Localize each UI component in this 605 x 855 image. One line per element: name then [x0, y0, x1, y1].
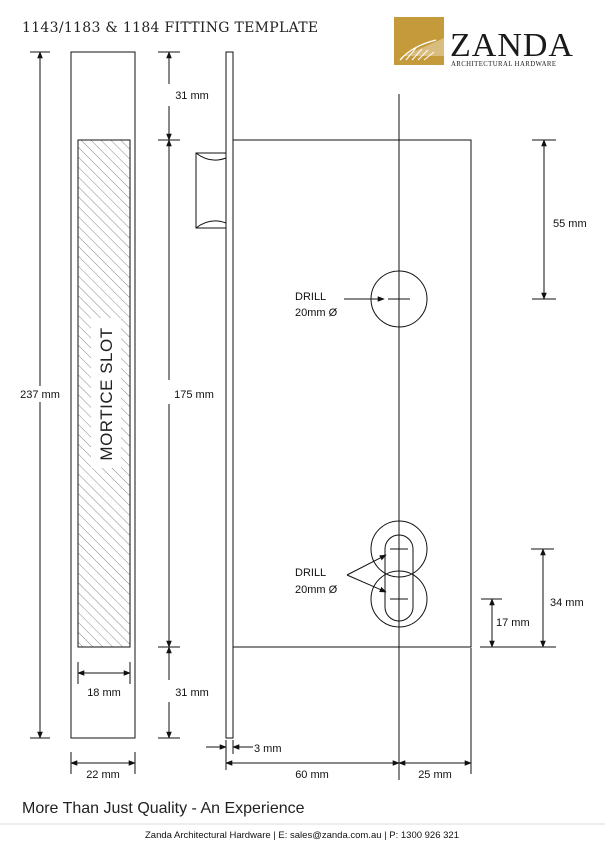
lock-body-view	[195, 51, 472, 780]
drill-callout-bottom: DRILL 20mm Ø	[295, 554, 387, 596]
label-17mm: 17 mm	[496, 617, 530, 629]
footer-tagline: More Than Just Quality - An Experience	[22, 800, 305, 817]
faceplate	[225, 51, 234, 739]
drill-bottom-size: 20mm Ø	[295, 584, 338, 596]
label-31mm-top: 31 mm	[175, 90, 209, 102]
drill-top-size: 20mm Ø	[295, 307, 338, 319]
dimension-faceplate: 3 mm	[206, 740, 282, 770]
logo-subtitle: ARCHITECTURAL HARDWARE	[451, 61, 556, 68]
drill-top-label: DRILL	[295, 291, 326, 303]
door-stile	[70, 51, 136, 739]
dimension-backset: 60 mm 25 mm	[225, 648, 472, 781]
template-title: 1143/1183 & 1184 FITTING TEMPLATE	[22, 20, 318, 36]
label-3mm: 3 mm	[254, 743, 282, 755]
footer-contact: Zanda Architectural Hardware | E: sales@…	[145, 830, 459, 841]
dimension-cylinder-centre: 34 mm	[480, 548, 584, 648]
label-237mm: 237 mm	[20, 389, 60, 401]
mortice-label-bg	[91, 318, 121, 468]
label-55mm: 55 mm	[553, 218, 587, 230]
dimension-cylinder-lower: 17 mm	[481, 598, 530, 648]
label-25mm: 25 mm	[418, 769, 452, 781]
mortice-slot-label: MORTICE SLOT	[97, 327, 116, 460]
latch-bolt	[195, 152, 227, 229]
label-34mm: 34 mm	[550, 597, 584, 609]
label-175mm: 175 mm	[174, 389, 214, 401]
zanda-logo: ZANDA ARCHITECTURAL HARDWARE	[394, 17, 574, 68]
lock-case	[232, 139, 472, 648]
dimension-slot-width: 18 mm	[77, 662, 131, 699]
logo-wordmark: ZANDA	[450, 27, 574, 64]
cylinder-profile	[384, 534, 414, 622]
label-22mm: 22 mm	[86, 769, 120, 781]
dimension-chain-vertical: 31 mm 175 mm 31 mm	[158, 51, 214, 739]
dimension-total-height: 237 mm	[20, 51, 60, 739]
drill-callout-top: DRILL 20mm Ø	[295, 291, 385, 319]
dimension-stile-width: 22 mm	[70, 752, 136, 781]
label-60mm: 60 mm	[295, 769, 329, 781]
drill-hole-cylinder-upper	[370, 520, 428, 578]
drill-hole-cylinder-lower	[370, 570, 428, 628]
label-18mm: 18 mm	[87, 687, 121, 699]
door-stile-view: MORTICE SLOT	[70, 51, 136, 739]
dimension-top-hole: 55 mm	[532, 139, 587, 300]
drill-bottom-label: DRILL	[295, 567, 326, 579]
label-31mm-bottom: 31 mm	[175, 687, 209, 699]
